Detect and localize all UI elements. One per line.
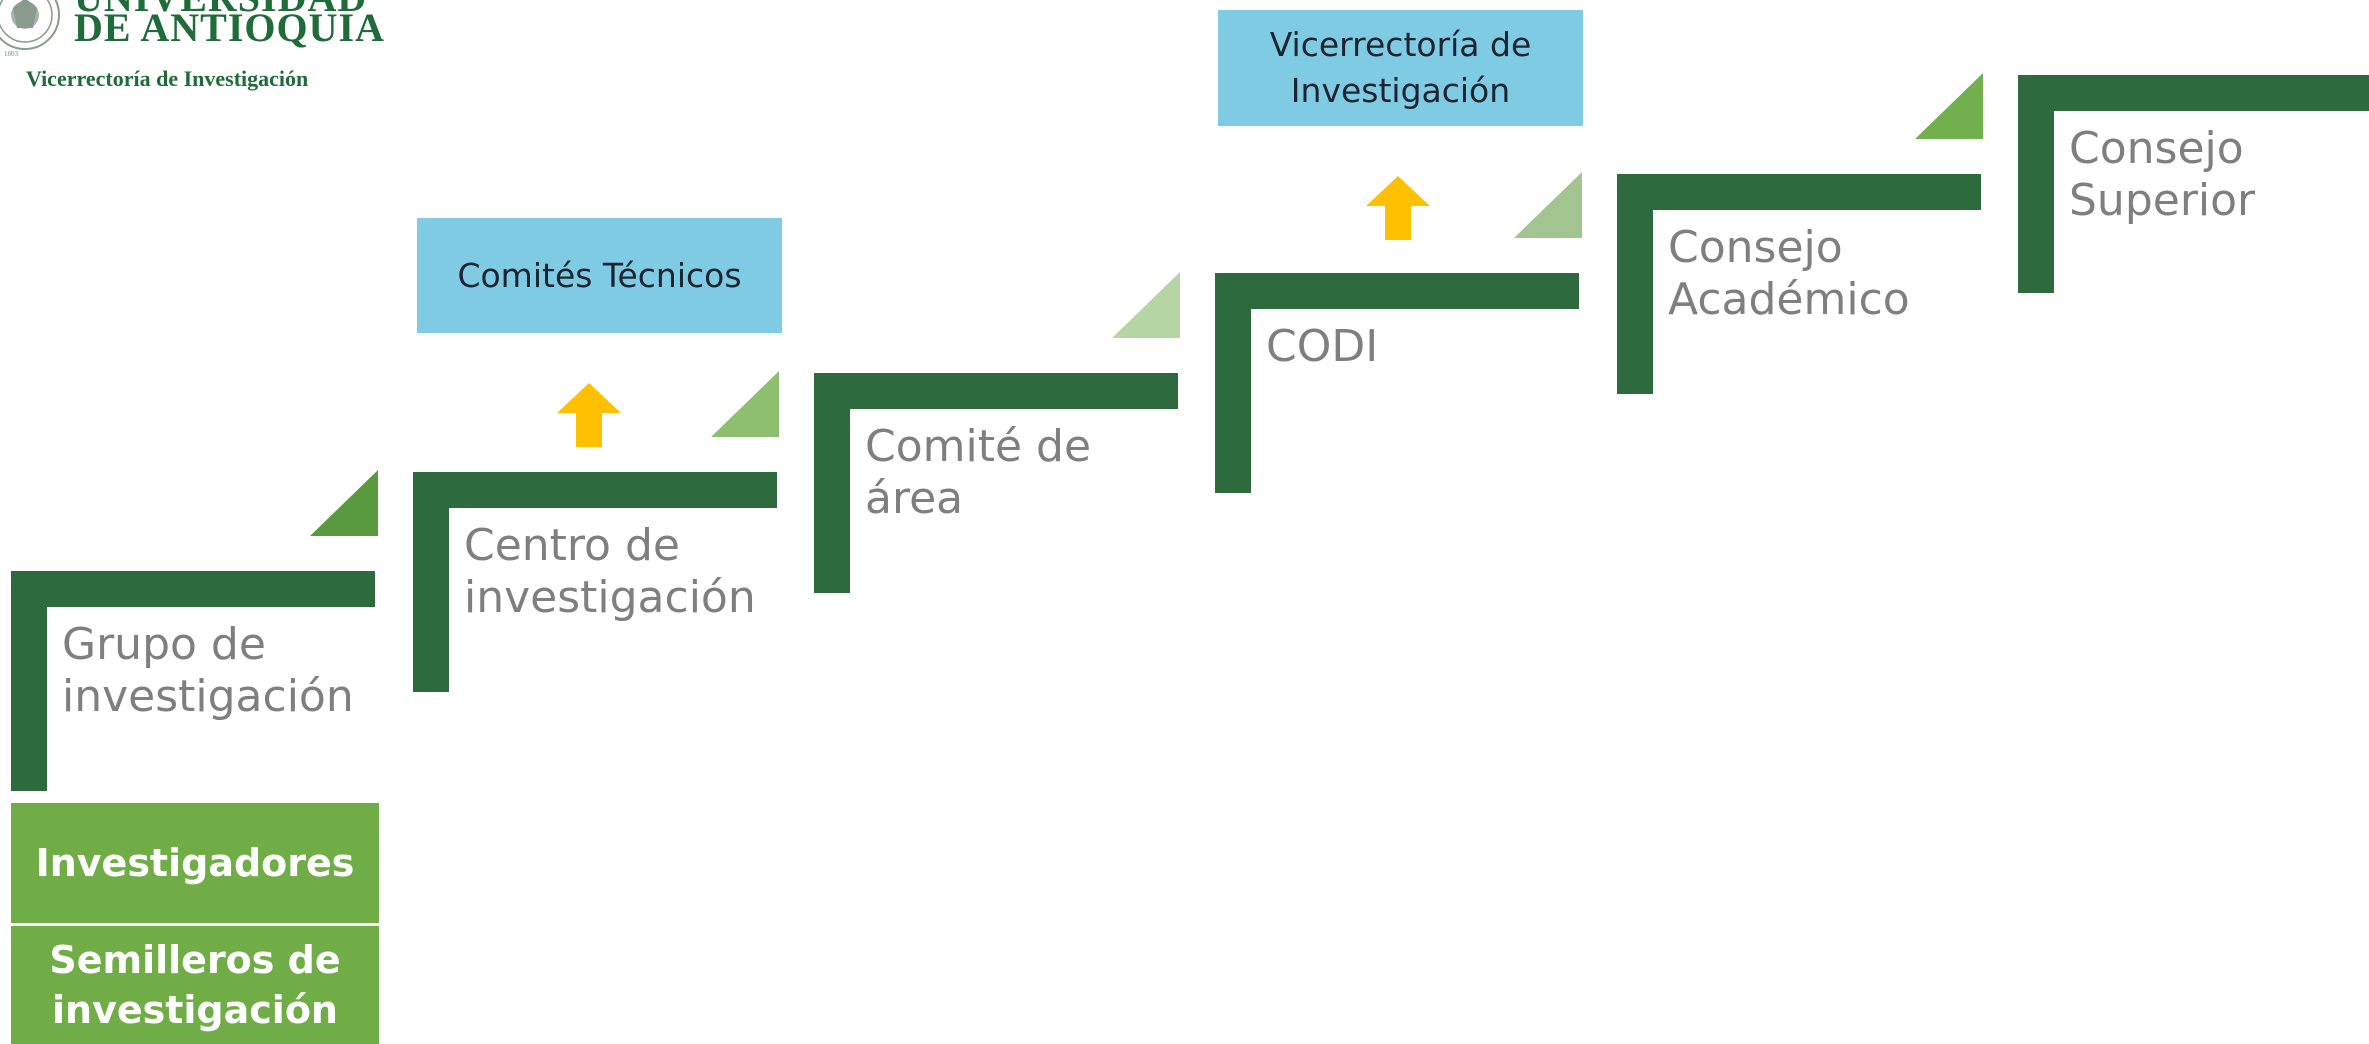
vicerrectoria-box: Vicerrectoría de Investigación (1218, 10, 1583, 126)
step-bar-horizontal (1617, 174, 1981, 210)
triangle-icon (711, 371, 779, 437)
triangle-icon (310, 470, 378, 536)
step-bar-horizontal (814, 373, 1178, 409)
step-bar-vertical (814, 373, 850, 593)
step-label: Centro de investigación (464, 520, 756, 623)
step-grupo-de-investigacion: Grupo de investigación (11, 571, 381, 791)
step-label: Comité de área (865, 421, 1092, 524)
step-bar-vertical (2018, 75, 2054, 293)
step-label: CODI (1266, 321, 1379, 372)
step-bar-horizontal (2018, 75, 2369, 111)
step-bar-vertical (413, 472, 449, 692)
university-seal-icon (0, 0, 60, 50)
step-bar-horizontal (413, 472, 777, 508)
step-bar-vertical (11, 571, 47, 791)
logo-year: 1803 (4, 50, 18, 58)
step-consejo-superior: Consejo Superior (2018, 75, 2369, 295)
semilleros-box: Semilleros de investigación (11, 926, 379, 1044)
step-comite-de-area: Comité de área (814, 373, 1184, 593)
step-bar-horizontal (1215, 273, 1579, 309)
comites-tecnicos-box: Comités Técnicos (417, 218, 782, 333)
step-bar-vertical (1617, 174, 1653, 394)
triangle-icon (1514, 172, 1582, 238)
step-consejo-academico: Consejo Académico (1617, 174, 1987, 394)
step-label: Consejo Superior (2069, 123, 2256, 226)
logo-title-line1: UNIVERSIDAD (74, 0, 367, 20)
step-label: Grupo de investigación (62, 619, 354, 722)
investigadores-box: Investigadores (11, 803, 379, 923)
triangle-icon (1915, 73, 1983, 139)
step-label: Consejo Académico (1668, 222, 1910, 325)
arrow-up-icon (557, 383, 621, 447)
step-bar-horizontal (11, 571, 375, 607)
step-centro-de-investigacion: Centro de investigación (413, 472, 783, 692)
step-bar-vertical (1215, 273, 1251, 493)
triangle-icon (1112, 272, 1180, 338)
arrow-up-icon (1366, 176, 1430, 240)
university-logo: UNIVERSIDAD DE ANTIOQUIA 1803 Vicerrecto… (0, 0, 400, 100)
step-codi: CODI (1215, 273, 1585, 493)
logo-title-line2: DE ANTIOQUIA (74, 5, 385, 50)
logo-subtitle: Vicerrectoría de Investigación (26, 66, 309, 91)
